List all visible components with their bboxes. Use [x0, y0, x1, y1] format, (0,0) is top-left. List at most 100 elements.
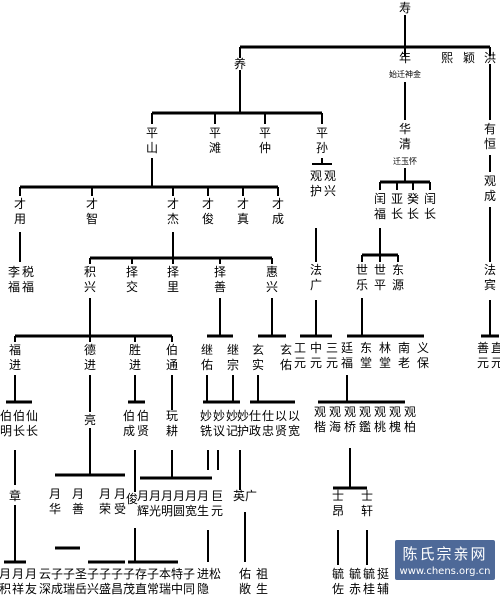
person-yachang: 亚长 [391, 192, 403, 221]
person-miaoyi: 妙议 [213, 409, 225, 438]
person-yueshou: 月受 [114, 487, 126, 516]
person-yuzuo: 毓佐 [332, 566, 344, 596]
person-huixing: 惠兴 [266, 265, 278, 294]
person-shengyue: 圣岳 [75, 567, 87, 596]
person-shiang: 士昂 [332, 489, 344, 518]
person-bocheng: 伯成 [123, 408, 135, 438]
person-yunshen: 云深 [39, 567, 51, 596]
person-yang: 养 [234, 56, 246, 71]
person-caizhen: 才真 [237, 197, 249, 226]
person-dongyuan: 东源 [392, 263, 404, 292]
person-zichang2: 子常 [147, 567, 159, 596]
watermark-title: 陈氏宗亲网 [402, 545, 487, 563]
person-guancheng: 观成 [484, 174, 496, 203]
person-nian: 年 [399, 51, 411, 65]
person-jixing: 积兴 [84, 265, 96, 294]
person-bochang: 伯长 [13, 408, 25, 438]
person-song: 松 [209, 567, 221, 581]
person-youheng: 有恒 [484, 122, 496, 151]
person-zusheng: 祖生 [256, 566, 268, 596]
person-guankai: 观楷 [314, 405, 326, 434]
person-yueyuan: 月圆 [173, 489, 185, 518]
person-guanjian: 观鑑 [359, 405, 371, 434]
person-caicheng: 才成 [272, 197, 284, 226]
person-botong: 伯通 [166, 342, 178, 372]
person-runfu: 闰福 [374, 192, 386, 221]
person-zichang: 子昌 [111, 567, 123, 596]
note-nian: 始迁神金 [389, 69, 421, 79]
person-yuexiang: 月祥 [12, 567, 24, 596]
person-jizong: 继宗 [227, 343, 239, 372]
watermark-background [395, 540, 495, 580]
person-nanlao: 南老 [398, 340, 410, 370]
person-xuanyou: 玄佑 [280, 342, 292, 372]
person-zhongyuan: 中元 [310, 340, 322, 370]
person-zitong: 子同 [183, 567, 195, 596]
person-guanqiao: 观桥 [344, 405, 356, 434]
person-caijun: 才俊 [202, 197, 214, 226]
person-xuanshi: 玄实 [252, 342, 264, 372]
person-shou: 寿 [399, 1, 411, 15]
person-guanhuai: 观槐 [389, 405, 401, 434]
person-xi: 熙 [441, 51, 453, 65]
person-jun: 俊 [126, 491, 138, 506]
person-gongyuan: 工元 [294, 341, 306, 370]
person-shile: 世乐 [356, 263, 368, 292]
person-zeli: 择里 [167, 265, 179, 294]
person-jiyou: 继佑 [201, 343, 213, 372]
person-yuehua: 月华 [49, 487, 61, 516]
person-shanyuan: 善元 [477, 340, 489, 370]
person-liang: 亮 [84, 412, 96, 427]
person-cunzhi: 存直 [135, 567, 147, 596]
person-shizheng: 仕政 [249, 409, 261, 438]
person-shengjin: 胜进 [129, 342, 141, 372]
person-yikuan: 以宽 [288, 409, 300, 438]
person-shixuan: 士轩 [361, 489, 373, 518]
person-yueyou: 月友 [25, 567, 37, 596]
person-yueshan: 月善 [72, 487, 84, 516]
person-guanhai: 观海 [329, 405, 341, 434]
site-watermark: 陈氏宗亲网 www.chens.org.cn [395, 540, 495, 580]
person-dongtang: 东堂 [360, 341, 372, 370]
person-sanyuan: 三元 [326, 341, 338, 370]
person-boxian: 伯贤 [137, 408, 149, 438]
person-pingzhong: 平仲 [259, 126, 271, 155]
person-yibao: 义保 [417, 341, 429, 370]
person-shizhong: 仕忠 [262, 409, 274, 438]
person-fabin: 法宾 [484, 263, 496, 292]
person-shuifu: 税福 [22, 265, 34, 294]
person-pingsun: 平孙 [316, 126, 328, 155]
person-miaoxian: 妙铣 [200, 409, 212, 438]
person-yuehui: 月辉 [137, 489, 149, 518]
person-yuerong: 月荣 [99, 487, 111, 516]
person-guanbo: 观柏 [404, 405, 416, 434]
person-boming: 伯明 [0, 408, 12, 438]
person-miaohu: 妙护 [237, 409, 249, 438]
person-guantao: 观桃 [374, 405, 386, 434]
person-zhiyuan: 直元 [491, 341, 500, 370]
person-zimao: 子茂 [123, 567, 135, 596]
person-yuesheng: 月生 [197, 489, 209, 518]
person-faguang: 法广 [310, 263, 322, 292]
note-huaqing: 迁玉怀 [393, 156, 417, 166]
person-zirui: 子瑞 [63, 567, 75, 596]
person-caizhi: 才智 [86, 197, 98, 226]
person-yuchi: 毓赤 [349, 566, 361, 596]
person-yueming: 月明 [161, 489, 173, 518]
person-caijie: 才杰 [167, 197, 179, 226]
person-yixian: 以贤 [275, 409, 287, 438]
person-hong: 洪 [484, 51, 496, 65]
person-yueguang: 月光 [149, 489, 161, 518]
person-zicheng: 子成 [51, 567, 63, 596]
person-lintang: 林堂 [379, 341, 391, 370]
person-dejin: 德进 [84, 342, 96, 372]
person-guanhu: 观护 [310, 169, 322, 198]
person-youchang: 佑敞 [239, 567, 251, 596]
person-runchang: 闰长 [424, 192, 436, 221]
person-guichang: 癸长 [407, 192, 419, 221]
person-benrui: 本瑞 [159, 567, 171, 596]
person-miaoji: 妙记 [226, 409, 238, 438]
